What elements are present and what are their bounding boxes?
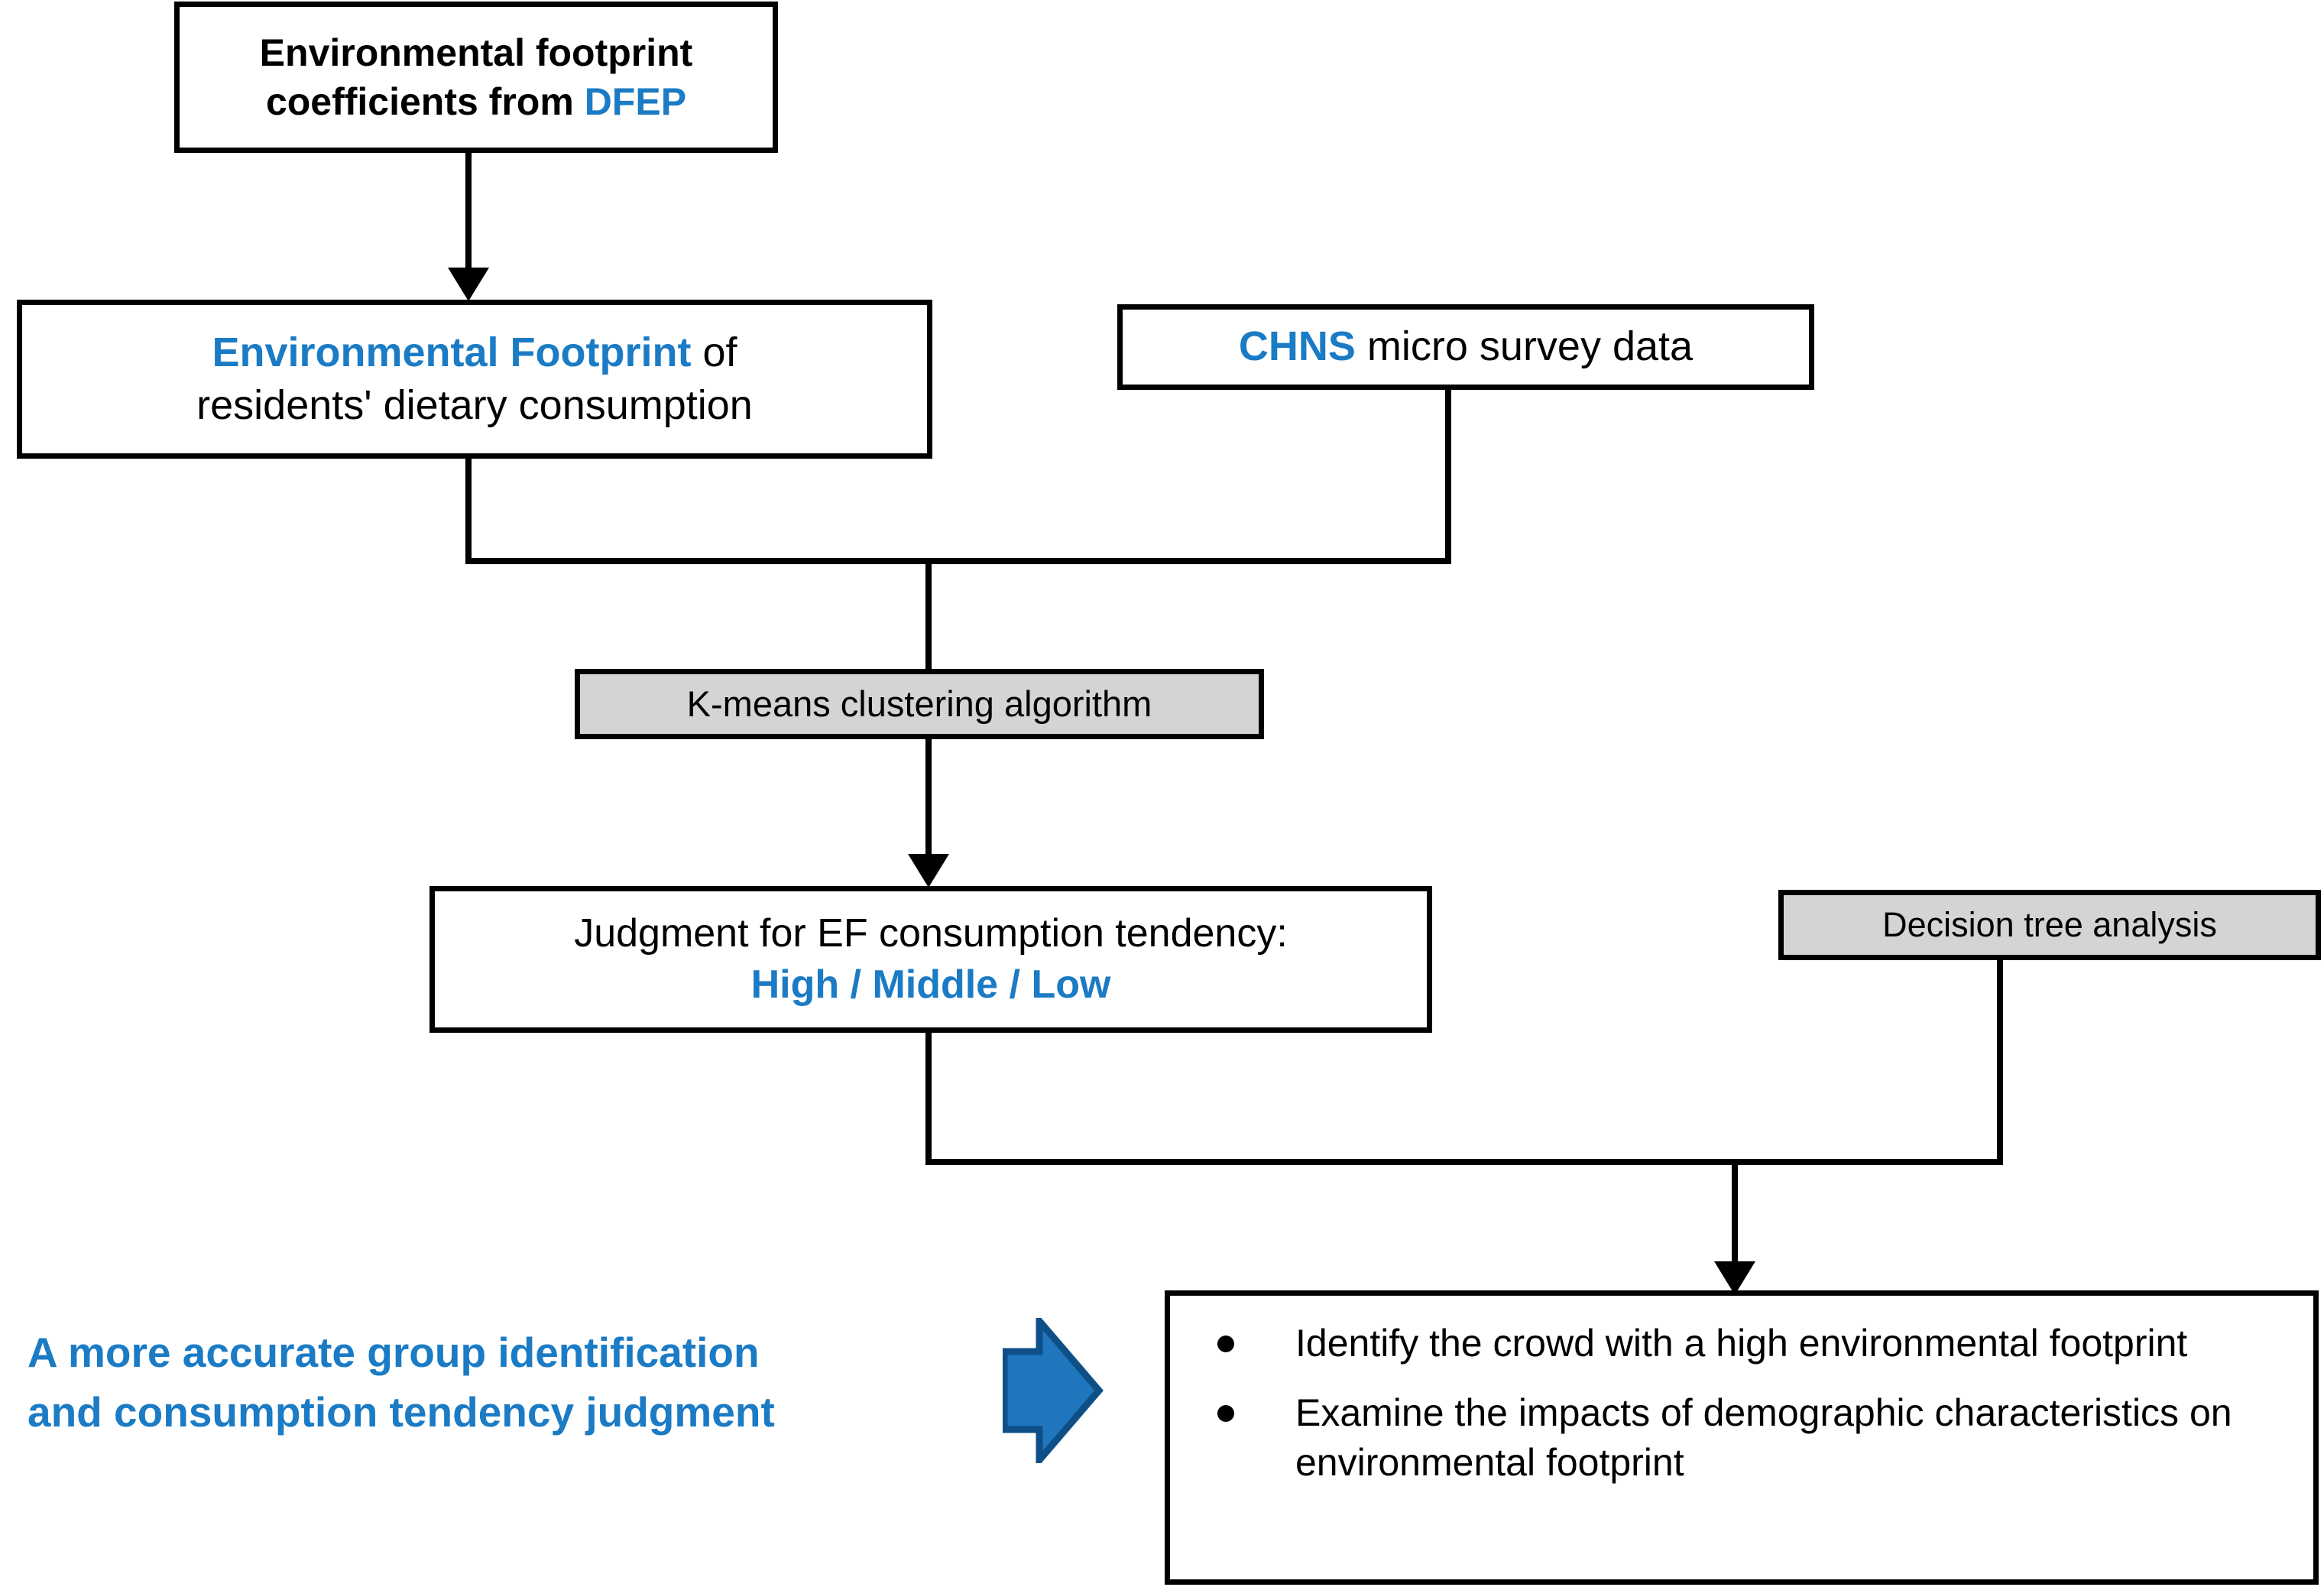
arrowhead-down-icon [448,268,489,301]
outcomes-list: Identify the crowd with a high environme… [1170,1319,2313,1488]
connector-judgment-down [925,1030,932,1164]
bullet-dot-icon [1217,1405,1234,1422]
connector-decisiontree-down [1997,957,2003,1164]
node-kmeans-clustering-algorithm[interactable]: K-means clustering algorithm [575,669,1264,739]
block-arrow-right-icon [1003,1318,1104,1463]
connector-coefficients-to-ef [465,151,472,271]
conclusion-line-2: and consumption tendency judgment [28,1388,775,1436]
outcome-text: Identify the crowd with a high environme… [1295,1322,2188,1365]
chns-highlight: CHNS [1238,323,1356,370]
node-chns-label: CHNS micro survey data [1238,323,1694,370]
node-judgment-label: Judgment for EF consumption tendency:Hig… [574,911,1288,1007]
ef-highlight: Environmental Footprint [212,329,692,375]
list-item: Identify the crowd with a high environme… [1205,1319,2287,1368]
node-kmeans-label: K-means clustering algorithm [686,683,1152,724]
connector-merge-bar-top [465,558,1451,564]
bullet-dot-icon [1217,1335,1234,1352]
connector-chns-down [1445,388,1451,564]
node-dtree-label: Decision tree analysis [1882,905,2217,945]
node-decision-tree-analysis[interactable]: Decision tree analysis [1778,890,2321,960]
node-chns-micro-survey-data[interactable]: CHNS micro survey data [1117,304,1814,390]
outcome-text: Examine the impacts of demographic chara… [1295,1391,2232,1484]
list-item: Examine the impacts of demographic chara… [1205,1388,2287,1488]
arrowhead-down-icon [908,854,949,888]
connector-kmeans-to-judgment [925,736,932,857]
arrowhead-down-icon [1714,1261,1755,1295]
conclusion-line-1: A more accurate group identification [28,1329,760,1376]
tendency-levels-highlight: High / Middle / Low [750,962,1111,1007]
connector-merge-to-kmeans [925,558,932,673]
connector-ef-down [465,457,472,564]
conclusion-statement: A more accurate group identification and… [28,1322,968,1442]
connector-merge-to-outcomes [1732,1159,1738,1267]
node-outcomes[interactable]: Identify the crowd with a high environme… [1165,1290,2319,1585]
dfep-highlight: DFEP [584,80,687,123]
node-judgment-ef-consumption-tendency[interactable]: Judgment for EF consumption tendency:Hig… [429,886,1432,1033]
connector-merge-bar-bottom [925,1159,2003,1165]
